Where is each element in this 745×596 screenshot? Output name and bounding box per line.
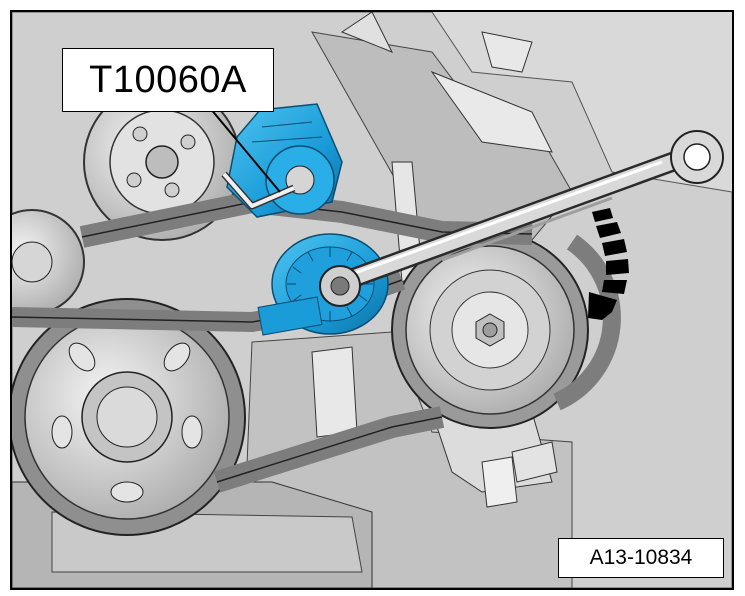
ring-spanner [319,130,724,307]
figure-id-box: A13-10834 [558,538,724,578]
tool-label-box: T10060A [62,48,274,112]
engine-illustration [12,12,732,588]
clockwise-rotation-arrow-icon [588,208,629,320]
locking-pin-tool [221,171,296,210]
crankshaft-pulley [12,298,246,536]
illustration-frame: T10060A A13-10834 [10,10,734,590]
compressor-pulley [391,231,589,429]
upper-pulley [83,83,241,241]
belt-tensioner-upper [226,103,343,218]
label-leader-line [209,107,281,193]
